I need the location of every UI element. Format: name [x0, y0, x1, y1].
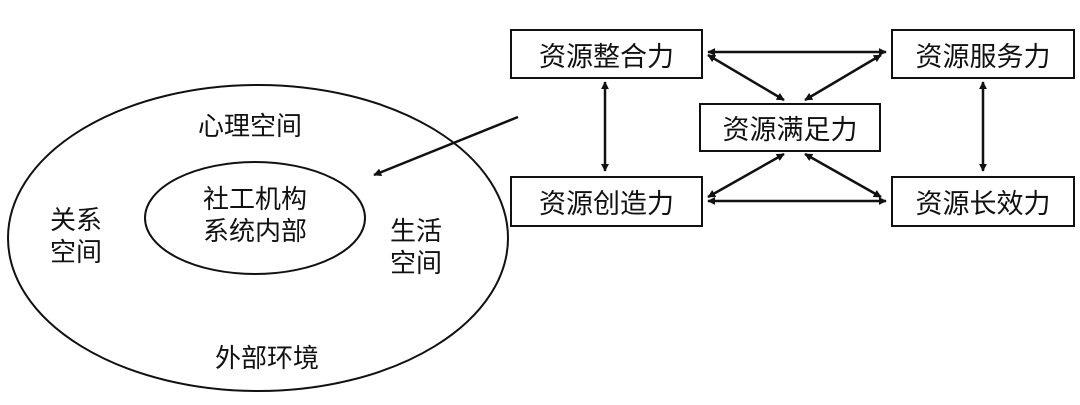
living-space-label: 生活 空间 [384, 216, 448, 280]
resource-longevity-box: 资源长效力 [891, 176, 1075, 227]
resource-creation-box: 资源创造力 [510, 176, 703, 227]
resource-service-label: 资源服务力 [915, 41, 1051, 73]
arrow-integration-satisfaction [707, 53, 785, 102]
resource-service-box: 资源服务力 [891, 29, 1075, 79]
arrow-service-satisfaction [804, 53, 882, 102]
living-space-line-1: 生活 [389, 217, 442, 247]
inner-system-ellipse [144, 161, 366, 275]
relationship-space-line-2: 空间 [49, 238, 102, 268]
inner-system-label: 社工机构 系统内部 [189, 184, 321, 248]
psychological-space-label: 心理空间 [198, 112, 303, 142]
external-environment-label: 外部环境 [215, 344, 320, 374]
outer-environment-ellipse [7, 84, 509, 392]
resource-integration-label: 资源整合力 [539, 41, 674, 73]
pointer-arrow [373, 115, 519, 177]
living-space-line-2: 空间 [389, 249, 442, 279]
arrow-longevity-satisfaction [804, 152, 882, 199]
resource-creation-label: 资源创造力 [539, 189, 674, 220]
resource-satisfaction-box: 资源满足力 [699, 103, 881, 152]
relationship-space-line-1: 关系 [49, 206, 102, 236]
inner-system-line-2: 系统内部 [202, 217, 307, 247]
resource-integration-box: 资源整合力 [510, 29, 703, 79]
resource-longevity-label: 资源长效力 [915, 189, 1051, 220]
inner-system-line-1: 社工机构 [202, 185, 307, 215]
relationship-space-label: 关系 空间 [44, 205, 108, 269]
resource-satisfaction-label: 资源满足力 [722, 115, 858, 146]
arrow-creation-satisfaction [707, 152, 785, 199]
